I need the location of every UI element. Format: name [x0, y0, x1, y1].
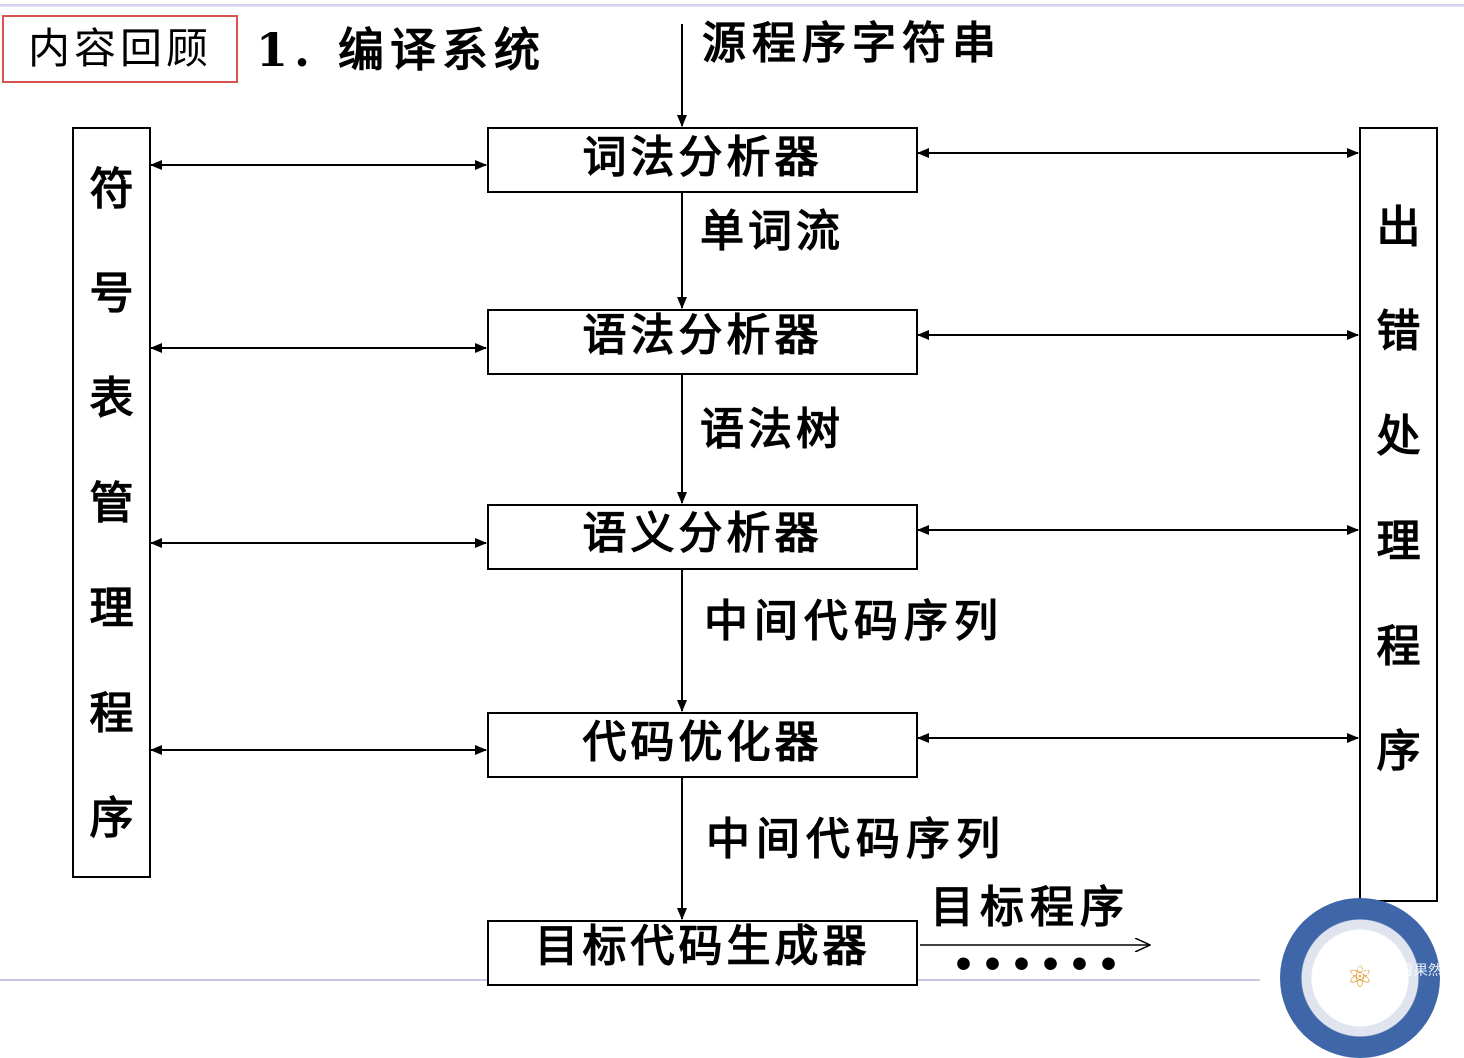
symbol-table-char: 序 [89, 793, 134, 844]
symbol-table-char: 程 [89, 688, 134, 739]
flow-label-tokens: 单词流 [700, 206, 844, 257]
flow-label-syntax-tree: 语法树 [700, 404, 844, 455]
watermark: CSDN@青果然 [1346, 963, 1442, 979]
atom-icon: ⚛ [1346, 960, 1374, 995]
arrows-layer [150, 24, 1359, 990]
symbol-table-char: 符 [89, 164, 134, 215]
slide-title: 1. 编译系统 [256, 23, 547, 77]
symbol-table-manager: 符 号 表 管 理 程 序 [72, 127, 151, 878]
error-handler-char: 理 [1376, 516, 1421, 567]
flow-label-ir-1: 中间代码序列 [704, 596, 1004, 647]
error-handler-char: 序 [1376, 726, 1421, 777]
error-handler-char: 处 [1376, 411, 1421, 462]
input-label: 源程序字符串 [702, 18, 1002, 69]
top-rule [0, 4, 1464, 7]
error-handler-char: 出 [1376, 202, 1421, 253]
stage-syntax-analyzer: 语法分析器 [487, 309, 918, 375]
stage-lexical-analyzer: 词法分析器 [487, 127, 918, 193]
output-label: 目标程序 [930, 882, 1130, 933]
error-handler-char: 程 [1376, 621, 1421, 672]
flow-label-ir-2: 中间代码序列 [706, 814, 1006, 865]
error-handler: 出 错 处 理 程 序 [1359, 127, 1438, 902]
error-handler-char: 错 [1376, 306, 1421, 357]
stage-semantic-analyzer: 语义分析器 [487, 504, 918, 570]
symbol-table-char: 理 [89, 583, 134, 634]
stage-code-generator: 目标代码生成器 [487, 920, 918, 986]
symbol-table-char: 号 [89, 268, 134, 319]
stage-code-optimizer: 代码优化器 [487, 712, 918, 778]
symbol-table-char: 表 [89, 373, 134, 424]
symbol-table-char: 管 [89, 478, 134, 529]
output-ellipsis: •••••• [952, 945, 1127, 986]
review-tag: 内容回顾 [2, 15, 238, 83]
